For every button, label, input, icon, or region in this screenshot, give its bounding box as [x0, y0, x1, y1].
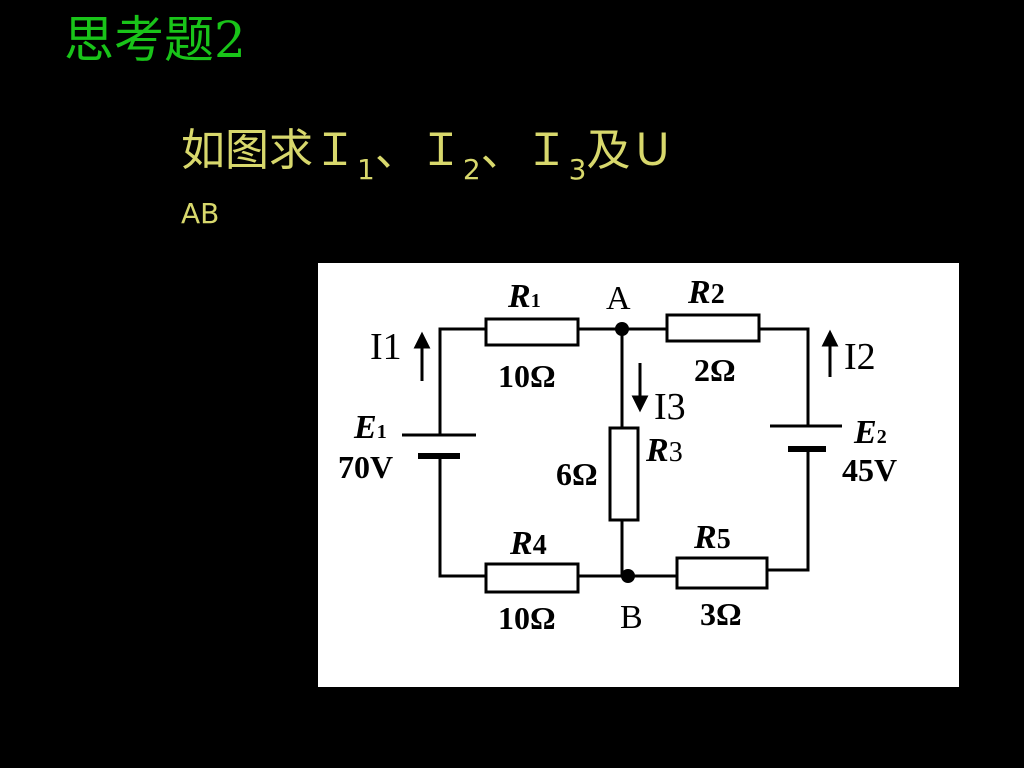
wire-left-top [438, 327, 486, 435]
battery-e1 [402, 433, 476, 459]
battery-e2 [770, 424, 842, 452]
label-r4: R4 [509, 525, 547, 562]
question-subscript-ab: AB [181, 197, 220, 230]
resistor-r2 [665, 313, 761, 343]
arrow-i1-head [413, 331, 431, 349]
value-r3: 6Ω [556, 456, 598, 492]
node-b-label: B [620, 599, 643, 636]
current-arrows [413, 329, 839, 413]
node-b-dot [621, 569, 635, 583]
value-r1: 10Ω [498, 358, 556, 394]
slide-title: 思考题2 [64, 11, 246, 69]
label-e2: E2 [853, 414, 887, 451]
label-i1: I1 [370, 326, 402, 368]
question-sub-2: 2 [462, 153, 481, 186]
label-r1: R1 [507, 278, 541, 315]
node-a-label: A [606, 280, 631, 317]
arrow-i2-head [821, 329, 839, 347]
wire-right-top [759, 327, 810, 426]
label-i2: I2 [844, 336, 876, 378]
label-r3: R3 [645, 432, 683, 469]
wire-right-bottom [767, 449, 810, 572]
question-prefix: 如图求Ｉ [181, 125, 357, 176]
label-i3: I3 [654, 386, 686, 428]
value-r4: 10Ω [498, 600, 556, 636]
resistor-r5 [675, 556, 769, 590]
circuit-diagram: A B R1 R2 R3 R4 R5 10Ω 2Ω 6Ω 10Ω 3Ω E1 7… [318, 263, 959, 687]
question-sub-1: 1 [357, 153, 375, 186]
wire-left-bottom [438, 456, 486, 578]
question-suffix: 及Ｕ [586, 125, 675, 176]
value-r2: 2Ω [694, 352, 736, 388]
arrow-i3-head [631, 395, 649, 413]
value-e1: 70V [338, 449, 393, 485]
resistor-r1 [484, 317, 580, 347]
question-text: 如图求Ｉ1、Ｉ2、Ｉ3及Ｕ [181, 120, 674, 187]
question-sub-3: 3 [568, 153, 587, 186]
value-r5: 3Ω [700, 596, 742, 632]
question-sep-1: 、Ｉ [374, 125, 463, 176]
value-e2: 45V [842, 452, 897, 488]
circuit-svg: A B R1 R2 R3 R4 R5 10Ω 2Ω 6Ω 10Ω 3Ω E1 7… [338, 274, 897, 636]
label-r5: R5 [693, 519, 731, 556]
question-sep-2: 、Ｉ [480, 125, 569, 176]
label-e1: E1 [353, 409, 387, 446]
resistor-r4 [484, 562, 580, 594]
resistor-r3 [608, 426, 640, 522]
node-a-dot [615, 322, 629, 336]
label-r2: R2 [687, 274, 725, 311]
